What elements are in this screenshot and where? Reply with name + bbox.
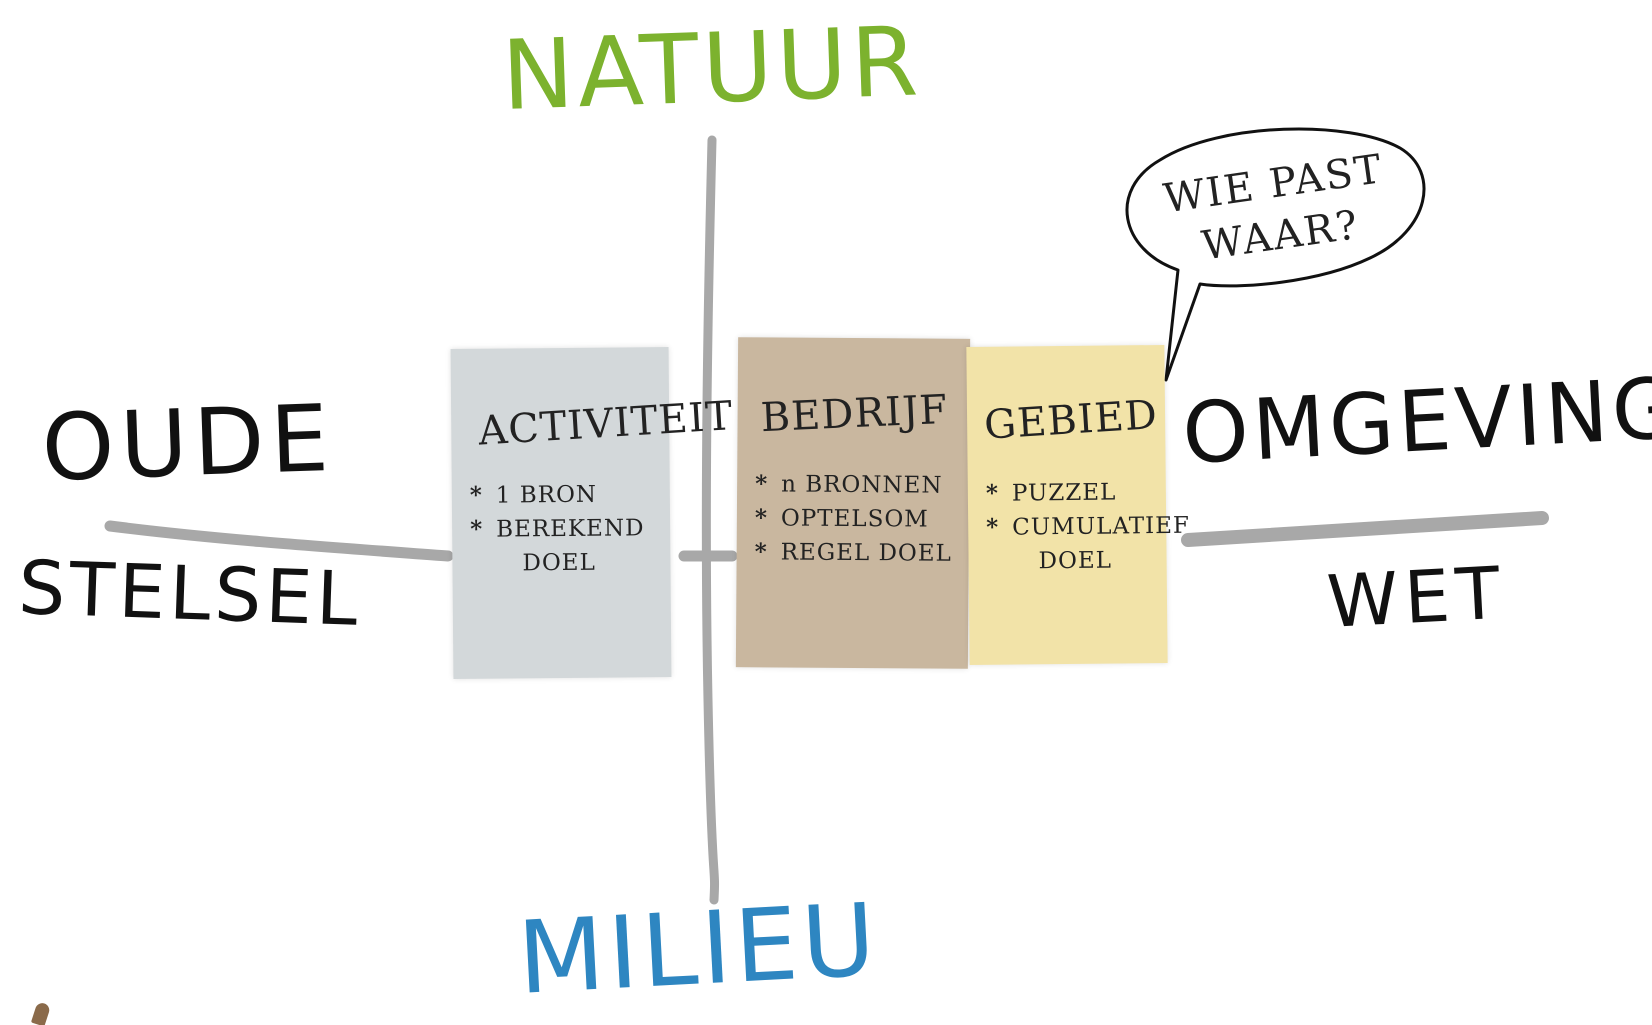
card-item: *REGEL DOEL xyxy=(755,535,952,570)
asterisk-icon: * xyxy=(470,515,484,543)
card-title: BEDRIJF xyxy=(759,386,950,442)
card-gebied: GEBIED *PUZZEL *CUMULATIEF DOEL xyxy=(966,344,1190,666)
speech-bubble-outline xyxy=(1125,127,1426,382)
asterisk-icon: * xyxy=(985,479,1000,507)
card-item: *PUZZEL xyxy=(986,475,1190,511)
card-item: *BEREKEND xyxy=(470,511,645,547)
asterisk-icon: * xyxy=(754,504,769,532)
horizontal-axis-right xyxy=(1181,511,1549,547)
axis-label-milieu: MILIEU xyxy=(515,881,882,1017)
axis-label-wet: WET xyxy=(1325,550,1508,644)
asterisk-icon: * xyxy=(469,481,483,509)
asterisk-icon: * xyxy=(986,513,1000,541)
card-item-list: *1 BRON *BEREKEND DOEL xyxy=(470,477,645,581)
axis-label-oude: OUDE xyxy=(40,384,337,502)
asterisk-icon: * xyxy=(755,470,769,498)
card-activiteit: ACTIVITEIT *1 BRON *BEREKEND DOEL xyxy=(450,347,734,679)
card-item: *n BRONNEN xyxy=(755,467,952,502)
card-item: DOEL xyxy=(1038,547,1113,575)
vertical-axis-line xyxy=(701,135,720,905)
card-item-list: *n BRONNEN *OPTELSOM *REGEL DOEL xyxy=(755,467,953,570)
axis-label-natuur: NATUUR xyxy=(500,5,924,132)
horizontal-axis-left xyxy=(104,520,454,562)
card-item-list: *PUZZEL *CUMULATIEF DOEL xyxy=(986,475,1191,579)
card-bedrijf: BEDRIJF *n BRONNEN *OPTELSOM *REGEL DOEL xyxy=(735,337,971,669)
card-item: *OPTELSOM xyxy=(755,501,952,536)
card-item: DOEL xyxy=(522,549,596,577)
card-item: *1 BRON xyxy=(470,477,645,513)
card-title: GEBIED xyxy=(982,391,1160,449)
asterisk-icon: * xyxy=(754,538,768,566)
card-item: *CUMULATIEF xyxy=(986,509,1190,545)
axis-label-stelsel: STELSEL xyxy=(16,545,363,643)
